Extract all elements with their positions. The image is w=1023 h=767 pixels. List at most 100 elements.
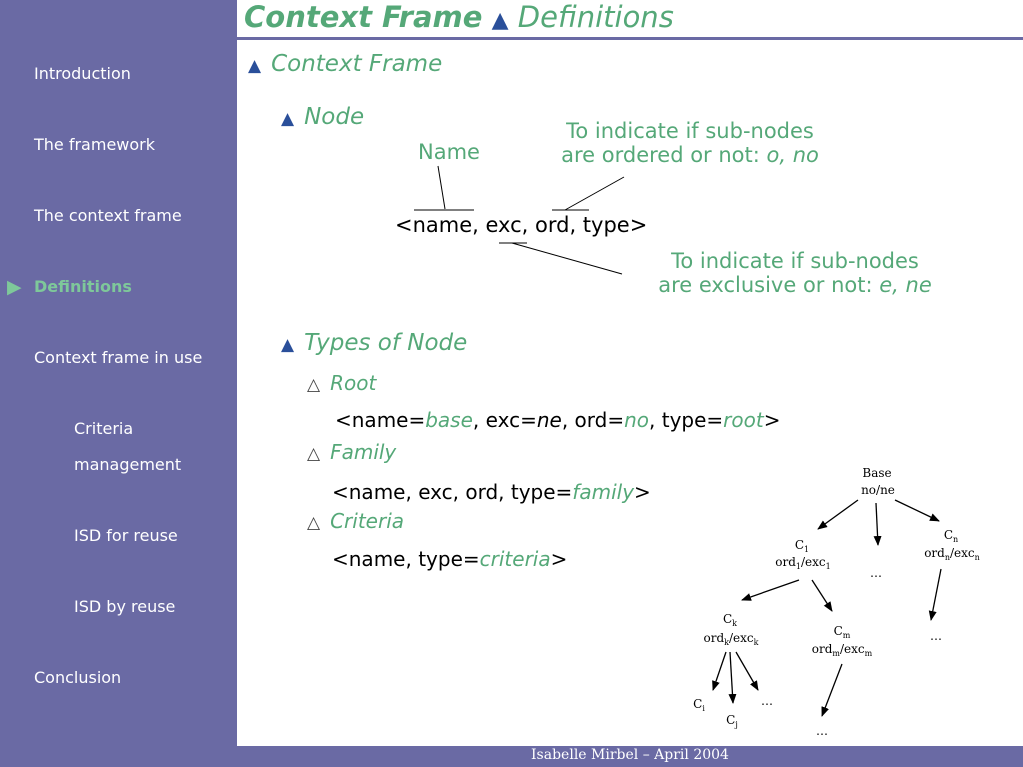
node-text: /exc bbox=[729, 631, 754, 645]
edge-base-cn bbox=[894, 499, 940, 522]
type-criteria-heading: △ Criteria bbox=[307, 509, 404, 533]
node-subscript: k bbox=[724, 638, 729, 647]
tree-node-ck: Ck bbox=[723, 612, 737, 628]
exclusive-annotation: To indicate if sub-nodes are exclusive o… bbox=[635, 249, 955, 297]
code-text: <name, exc, ord, type= bbox=[332, 480, 573, 504]
footer-credit: Isabelle Mirbel – April 2004 bbox=[531, 747, 729, 763]
node-subscript: 1 bbox=[796, 562, 801, 571]
page-title: Context Frame ▲ Definitions bbox=[244, 0, 674, 34]
exclusive-annotation-values: e, ne bbox=[879, 273, 932, 297]
sidebar-item-isd-for-reuse[interactable]: ISD for reuse bbox=[74, 526, 178, 545]
code-text: <name, type= bbox=[332, 547, 480, 571]
code-value: base bbox=[425, 408, 473, 432]
node-text: /exc bbox=[801, 555, 826, 569]
ordered-annotation-prefix: are ordered or not: bbox=[561, 143, 767, 167]
node-letter: C bbox=[693, 697, 702, 711]
title-divider bbox=[237, 37, 1023, 40]
tree-ellipsis: … bbox=[870, 566, 882, 580]
sidebar-item-criteria[interactable]: Criteria bbox=[74, 419, 134, 438]
node-letter: C bbox=[726, 713, 735, 727]
edge-ck-cj bbox=[728, 651, 737, 704]
code-value: ne bbox=[536, 408, 562, 432]
bullet-outline-triangle-icon: △ bbox=[307, 444, 321, 464]
sidebar-item-conclusion[interactable]: Conclusion bbox=[34, 668, 122, 687]
tree-node-c1: C1 bbox=[795, 538, 809, 554]
ordered-annotation: To indicate if sub-nodes are ordered or … bbox=[540, 119, 840, 167]
node-tuple: <name, exc, ord, type> bbox=[395, 213, 648, 237]
section-context-frame: ▲Context Frame bbox=[248, 51, 442, 77]
node-subscript: j bbox=[734, 720, 737, 729]
tree-node-cm-line: ordm/excm bbox=[812, 642, 873, 658]
criteria-tuple: <name, type=criteria> bbox=[332, 547, 567, 571]
tree-node-c1-line: ord1/exc1 bbox=[775, 555, 830, 571]
node-letter: C bbox=[834, 624, 843, 638]
node-letter: C bbox=[723, 612, 732, 626]
tree-ellipsis: … bbox=[930, 629, 942, 643]
sidebar-item-isd-by-reuse[interactable]: ISD by reuse bbox=[74, 597, 176, 616]
node-subscript: n bbox=[945, 553, 950, 562]
name-annotation: Name bbox=[418, 140, 480, 164]
tree-node-ci: Ci bbox=[693, 697, 705, 713]
code-text: > bbox=[634, 480, 651, 504]
sidebar-item-framework[interactable]: The framework bbox=[34, 135, 156, 154]
edge-cm-more bbox=[821, 663, 843, 717]
tree-ellipsis: … bbox=[816, 724, 828, 738]
title-triangle-icon: ▲ bbox=[491, 8, 509, 33]
title-sub: Definitions bbox=[517, 0, 674, 34]
bullet-outline-triangle-icon: △ bbox=[307, 513, 321, 533]
sidebar-item-introduction[interactable]: Introduction bbox=[34, 64, 131, 83]
node-text: ord bbox=[703, 631, 724, 645]
node-subscript: k bbox=[732, 619, 737, 628]
edge-base-more bbox=[873, 502, 882, 546]
type-label: Root bbox=[330, 371, 377, 395]
name-pointer-line bbox=[437, 165, 446, 210]
node-letter: C bbox=[795, 538, 804, 552]
node-text: ord bbox=[924, 546, 945, 560]
type-label: Family bbox=[330, 440, 397, 464]
node-subscript: m bbox=[865, 649, 873, 658]
node-subscript: i bbox=[702, 704, 705, 713]
family-tuple: <name, exc, ord, type=family> bbox=[332, 480, 651, 504]
exc-pointer-line bbox=[511, 242, 623, 275]
node-text: ord bbox=[812, 642, 833, 656]
sidebar-item-context-frame[interactable]: The context frame bbox=[34, 206, 182, 225]
ord-pointer-line bbox=[564, 176, 625, 211]
title-main: Context Frame bbox=[244, 0, 483, 34]
type-label: Criteria bbox=[330, 509, 405, 533]
sidebar-item-context-frame-in-use[interactable]: Context frame in use bbox=[34, 348, 203, 367]
root-tuple: <name=base, exc=ne, ord=no, type=root> bbox=[335, 408, 780, 432]
edge-ck-more bbox=[735, 651, 759, 691]
type-root-heading: △Root bbox=[307, 371, 376, 395]
code-text: , type= bbox=[649, 408, 724, 432]
tree-node-base-sub: no/ne bbox=[861, 483, 895, 497]
code-text: , exc= bbox=[472, 408, 537, 432]
node-subscript: n bbox=[953, 535, 958, 544]
code-text: , ord= bbox=[561, 408, 625, 432]
code-value: root bbox=[723, 408, 764, 432]
node-text: ord bbox=[775, 555, 796, 569]
tree-node-cm: Cm bbox=[834, 624, 851, 640]
edge-ck-ci bbox=[712, 651, 727, 691]
tree-node-cn: Cn bbox=[944, 528, 958, 544]
node-subscript: 1 bbox=[826, 562, 831, 571]
code-text: > bbox=[550, 547, 568, 571]
bullet-triangle-icon: ▲ bbox=[281, 335, 295, 355]
type-family-heading: △ Family bbox=[307, 440, 396, 464]
tree-ellipsis: … bbox=[761, 694, 773, 708]
code-text: > bbox=[763, 408, 781, 432]
bullet-triangle-icon: ▲ bbox=[248, 56, 262, 76]
ordered-annotation-line1: To indicate if sub-nodes bbox=[566, 119, 814, 143]
section-label: Node bbox=[304, 104, 365, 130]
node-text: /exc bbox=[950, 546, 975, 560]
code-text: <name= bbox=[335, 408, 426, 432]
code-value: family bbox=[572, 480, 635, 504]
sidebar-item-definitions[interactable]: Definitions bbox=[34, 277, 132, 296]
exclusive-annotation-prefix: are exclusive or not: bbox=[658, 273, 880, 297]
tree-node-cn-line: ordn/excn bbox=[924, 546, 980, 562]
node-subscript: m bbox=[843, 631, 851, 640]
sidebar-item-management[interactable]: management bbox=[74, 455, 182, 474]
tree-node-base: Base bbox=[862, 466, 891, 480]
section-types-of-node: ▲Types of Node bbox=[281, 330, 467, 356]
edge-cn-more bbox=[928, 568, 942, 621]
